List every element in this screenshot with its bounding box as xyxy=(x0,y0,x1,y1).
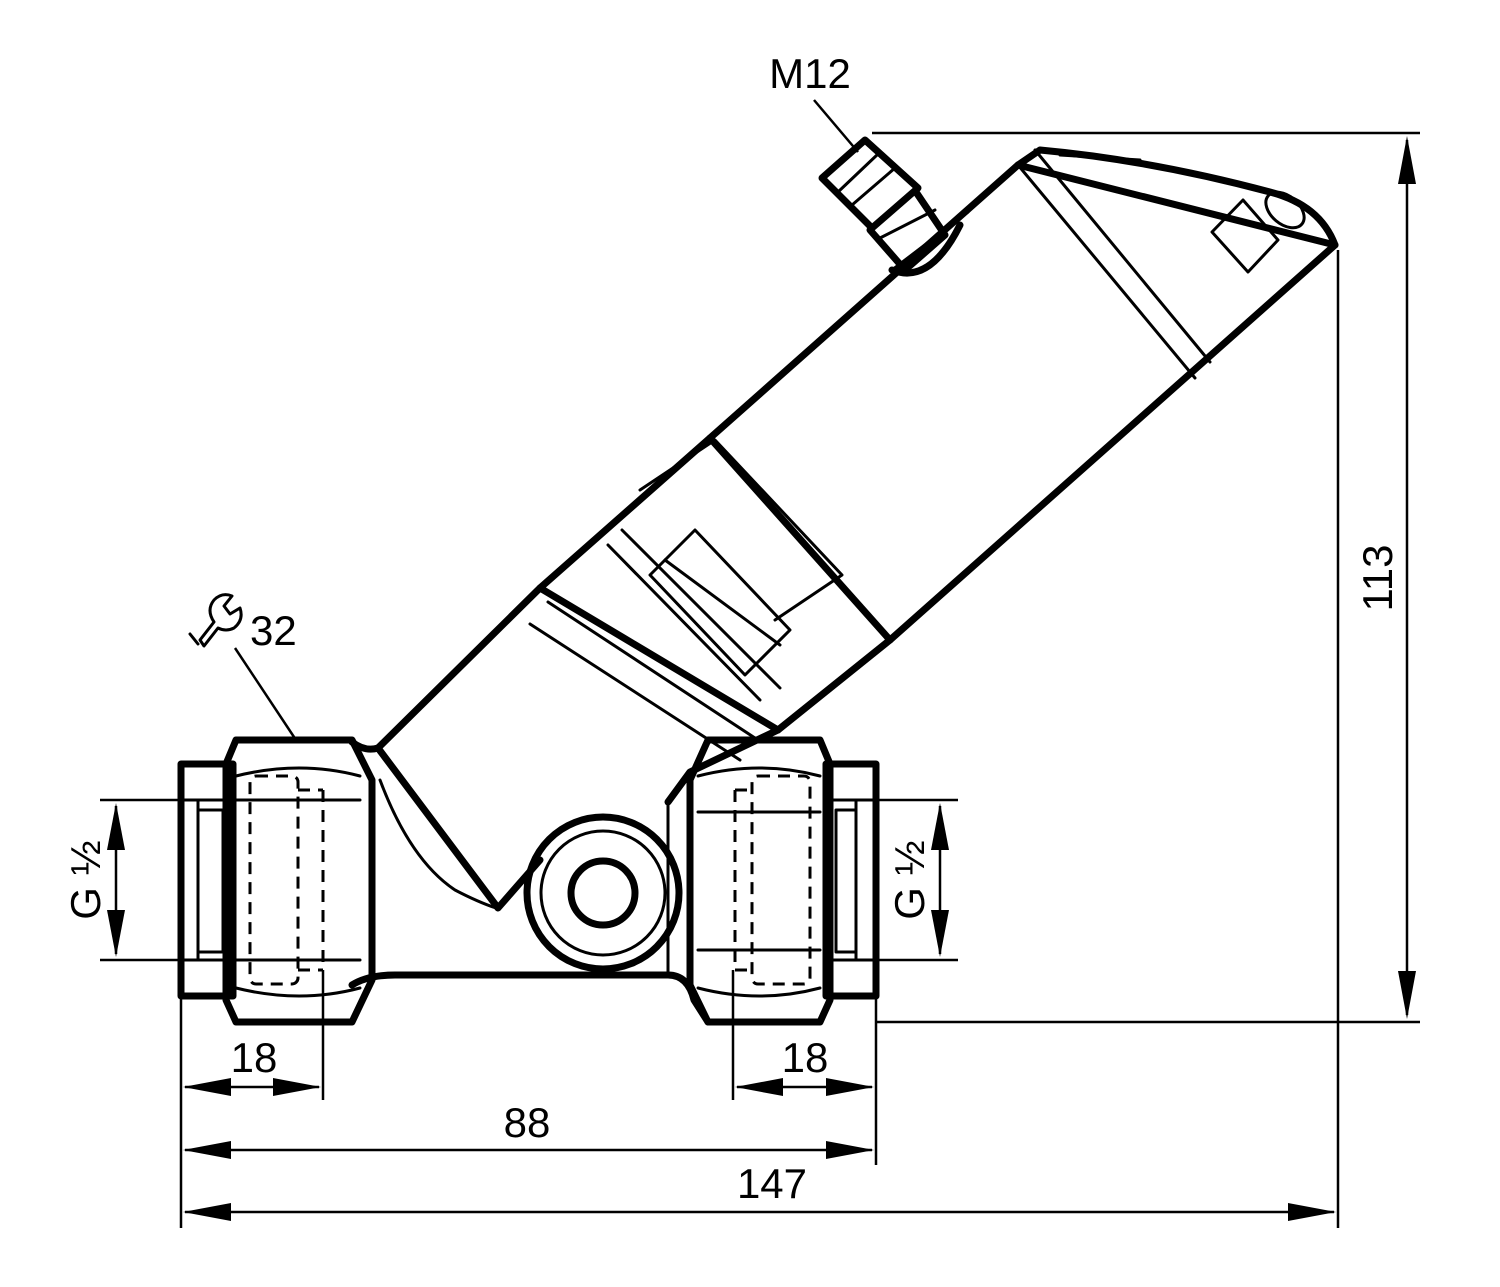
thread-right-label: G ½ xyxy=(886,840,933,919)
total-length-label: 147 xyxy=(737,1160,807,1207)
height-label: 113 xyxy=(1354,545,1401,612)
connector-label: M12 xyxy=(769,50,851,97)
left-nut xyxy=(222,736,376,1026)
m12-connector xyxy=(818,136,949,274)
wrench-icon xyxy=(188,593,243,648)
sensor-housing xyxy=(374,146,1339,806)
side-port xyxy=(523,813,683,973)
left-nut-length-label: 18 xyxy=(231,1034,278,1081)
port-span-label: 88 xyxy=(504,1099,551,1146)
right-nut xyxy=(686,736,834,1026)
wrench-size-label: 32 xyxy=(250,607,297,654)
dimension-lines xyxy=(100,99,1420,1228)
thread-left-label: G ½ xyxy=(62,840,109,919)
right-nut-length-label: 18 xyxy=(782,1034,829,1081)
